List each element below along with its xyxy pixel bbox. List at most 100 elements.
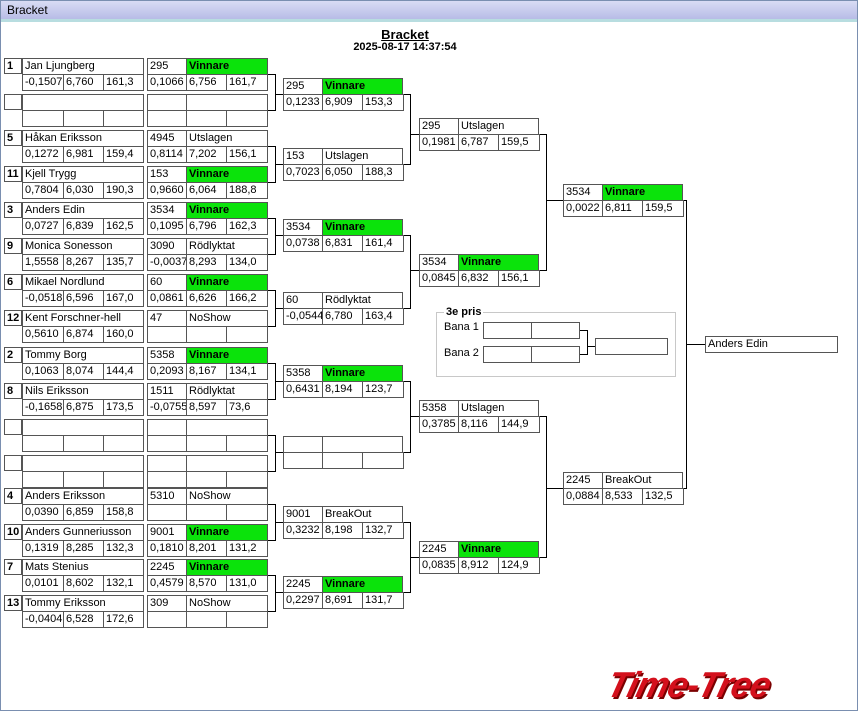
entry-reaction: 0,1981 xyxy=(419,134,459,151)
connector xyxy=(268,182,276,183)
connector xyxy=(275,435,276,472)
entry-number: 3534 xyxy=(147,202,187,219)
racer-name xyxy=(22,94,144,111)
entry-status: Vinnare xyxy=(186,524,268,541)
entry-et: 6,839 xyxy=(63,218,104,235)
entry-reaction: 0,6431 xyxy=(283,381,323,398)
connector xyxy=(404,308,411,309)
entry-number: 295 xyxy=(283,78,323,95)
entry-et: 7,202 xyxy=(186,146,227,163)
entry-status: Rödlyktat xyxy=(186,383,268,400)
entry-speed: 188,3 xyxy=(362,164,404,181)
entry-reaction: 0,7023 xyxy=(283,164,323,181)
entry-reaction: 0,1066 xyxy=(147,74,187,91)
entry-et: 8,602 xyxy=(63,575,104,592)
entry-status: Vinnare xyxy=(186,202,268,219)
entry-reaction xyxy=(22,110,64,127)
entry-speed xyxy=(226,435,268,452)
entry-speed xyxy=(226,326,268,343)
entry-number xyxy=(147,419,187,436)
entry-number: 2245 xyxy=(563,472,603,489)
entry-reaction: 0,3785 xyxy=(419,416,459,433)
entry-speed: 158,8 xyxy=(103,504,144,521)
entry-number xyxy=(147,94,187,111)
entry-reaction: 0,0390 xyxy=(22,504,64,521)
entry-status: Vinnare xyxy=(602,184,683,201)
entry-speed xyxy=(226,504,268,521)
entry-speed: 161,7 xyxy=(226,74,268,91)
connector xyxy=(268,504,276,505)
seed-number: 10 xyxy=(4,524,22,540)
entry-reaction: 0,8114 xyxy=(147,146,187,163)
entry-et xyxy=(322,452,363,469)
seed-number: 4 xyxy=(4,488,22,504)
entry-reaction: 0,7804 xyxy=(22,182,64,199)
entry-et: 8,912 xyxy=(458,557,499,574)
entry-et: 6,811 xyxy=(602,200,643,217)
connector xyxy=(404,94,411,95)
entry-speed xyxy=(362,452,404,469)
entry-et xyxy=(186,110,227,127)
connector xyxy=(540,270,547,271)
entry-status: Vinnare xyxy=(186,274,268,291)
entry-et: 6,064 xyxy=(186,182,227,199)
entry-reaction: 0,9660 xyxy=(147,182,187,199)
entry-reaction xyxy=(147,110,187,127)
entry-et: 8,285 xyxy=(63,540,104,557)
entry-reaction: 0,2297 xyxy=(283,592,323,609)
entry-et: 6,626 xyxy=(186,290,227,307)
entry-status: Vinnare xyxy=(322,365,403,382)
connector xyxy=(268,435,276,436)
entry-speed xyxy=(226,471,268,488)
page-timestamp: 2025-08-17 14:37:54 xyxy=(353,41,457,53)
connector xyxy=(546,488,563,489)
entry-status xyxy=(186,94,268,111)
entry-number: 5310 xyxy=(147,488,187,505)
time-tree-logo: Time-Tree xyxy=(603,664,776,705)
racer-name xyxy=(22,419,144,436)
entry-speed: 123,7 xyxy=(362,381,404,398)
connector xyxy=(404,522,411,523)
entry-speed: 132,7 xyxy=(362,522,404,539)
entry-speed: 73,6 xyxy=(226,399,268,416)
connector xyxy=(587,346,595,347)
entry-et: 6,787 xyxy=(458,134,499,151)
entry-status: Vinnare xyxy=(186,58,268,75)
connector xyxy=(404,164,411,165)
entry-speed xyxy=(103,110,144,127)
entry-et: 8,198 xyxy=(322,522,363,539)
entry-status: Utslagen xyxy=(458,118,539,135)
entry-reaction xyxy=(147,504,187,521)
connector xyxy=(275,74,276,111)
entry-et: 6,756 xyxy=(186,74,227,91)
entry-status: Utslagen xyxy=(186,130,268,147)
entry-et: 6,528 xyxy=(63,611,104,628)
connector xyxy=(275,308,283,309)
entry-et xyxy=(186,435,227,452)
entry-reaction: 0,0101 xyxy=(22,575,64,592)
entry-reaction: 1,5558 xyxy=(22,254,64,271)
entry-et: 6,050 xyxy=(322,164,363,181)
entry-number: 60 xyxy=(283,292,323,309)
racer-name: Håkan Eriksson xyxy=(22,130,144,147)
connector xyxy=(410,557,419,558)
third-prize-lane1-num xyxy=(483,322,532,339)
seed-number: 8 xyxy=(4,383,22,399)
entry-et: 6,874 xyxy=(63,326,104,343)
third-prize-lane2-num xyxy=(483,346,532,363)
entry-status: Vinnare xyxy=(322,219,403,236)
entry-et: 8,597 xyxy=(186,399,227,416)
seed-number: 13 xyxy=(4,595,22,611)
entry-et xyxy=(186,504,227,521)
entry-number: 3090 xyxy=(147,238,187,255)
seed-number: 12 xyxy=(4,310,22,326)
entry-et: 8,116 xyxy=(458,416,499,433)
entry-reaction: 0,4579 xyxy=(147,575,187,592)
entry-number: 1511 xyxy=(147,383,187,400)
connector xyxy=(268,363,276,364)
connector xyxy=(275,381,283,382)
entry-et: 6,909 xyxy=(322,94,363,111)
third-prize-winner xyxy=(595,338,668,355)
lane1-label: Bana 1 xyxy=(444,321,479,333)
final-winner-name: Anders Edin xyxy=(705,336,838,353)
